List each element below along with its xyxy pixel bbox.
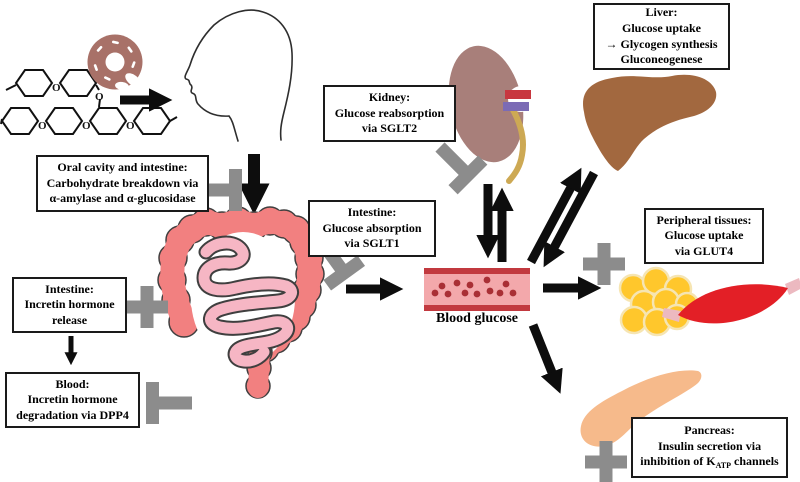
box-line: Glucose reabsorption xyxy=(334,105,445,120)
stimulation-plus-icon-glut4 xyxy=(583,243,625,285)
inhibition-t-icon-dpp4 xyxy=(146,382,192,424)
box-line: inhibition of KATP channels xyxy=(640,454,778,471)
renal-artery xyxy=(505,90,531,99)
oxygen-atom-label: O xyxy=(52,82,61,94)
box-line: Peripheral tissues: xyxy=(656,212,752,227)
arrow-blood-to-pancreas xyxy=(528,323,563,394)
box-line: Glucose absorption xyxy=(322,220,422,235)
katp-text-pre: inhibition of K xyxy=(640,454,716,469)
box-line: via GLUT4 xyxy=(674,243,734,258)
chemical-structure-icon: O O O O O xyxy=(0,69,178,135)
stimulation-plus-icon-insulin xyxy=(585,441,627,482)
box-line: degradation via DPP4 xyxy=(16,407,129,422)
box-line: Liver: xyxy=(645,5,678,20)
incretin-release-box: Intestine: Incretin hormone release xyxy=(12,277,127,333)
kidney-sglt2-box: Kidney: Glucose reabsorption via SGLT2 xyxy=(323,85,456,142)
box-line: via SGLT1 xyxy=(344,236,400,251)
box-line: → Glycogen synthesis xyxy=(605,36,718,51)
blood-glucose-label: Blood glucose xyxy=(435,311,519,326)
box-line: Gluconeogenese xyxy=(620,52,703,67)
box-line: Oral cavity and intestine: xyxy=(57,160,188,175)
liver-box: Liver: Glucose uptake → Glycogen synthes… xyxy=(593,3,730,70)
oxygen-atom-label: O xyxy=(82,120,91,132)
blood-dpp4-box: Blood: Incretin hormone degradation via … xyxy=(5,372,140,428)
pancreas-icon xyxy=(580,370,702,447)
donut-icon xyxy=(87,34,143,91)
intestine-sglt1-box: Intestine: Glucose absorption via SGLT1 xyxy=(308,200,436,257)
oral-cavity-box: Oral cavity and intestine: Carbohydrate … xyxy=(36,155,209,212)
box-line: Glucose uptake xyxy=(664,228,744,243)
liver-icon xyxy=(583,74,717,171)
pancreas-box: Pancreas: Insulin secretion via inhibiti… xyxy=(631,417,788,478)
fat-cells-icon xyxy=(618,266,700,337)
oxygen-atom-label: O xyxy=(95,91,104,103)
box-line: Insulin secretion via xyxy=(657,438,762,453)
box-line: Kidney: xyxy=(368,90,411,105)
blood-vessel-icon xyxy=(424,268,530,311)
box-line: Blood: xyxy=(55,376,90,391)
arrow-blood-to-liver xyxy=(527,167,582,265)
box-line: Intestine: xyxy=(347,205,397,220)
box-line: Carbohydrate breakdown via xyxy=(46,175,199,190)
box-line: Incretin hormone xyxy=(27,392,118,407)
box-line: Intestine: xyxy=(45,281,94,296)
renal-vein xyxy=(503,102,529,111)
box-line: release xyxy=(51,312,88,327)
box-line: via SGLT2 xyxy=(361,121,418,136)
peripheral-tissues-box: Peripheral tissues: Glucose uptake via G… xyxy=(644,208,764,264)
ureter xyxy=(506,105,526,184)
box-line: Incretin hormone xyxy=(24,297,115,312)
oxygen-atom-label: O xyxy=(126,120,135,132)
box-line: α-amylase and α-glucosidase xyxy=(49,191,196,206)
arrow-liver-to-blood xyxy=(543,170,598,268)
katp-subscript: ATP xyxy=(715,461,732,471)
oxygen-atom-label: O xyxy=(38,120,47,132)
glucose-dots xyxy=(431,276,517,298)
muscle-icon xyxy=(662,278,800,324)
box-line: Glucose uptake xyxy=(621,20,701,35)
stimulation-plus-icon-incretin xyxy=(126,286,168,328)
head-icon xyxy=(184,9,293,142)
box-line: Pancreas: xyxy=(684,423,735,438)
intestine-icon xyxy=(157,206,325,399)
kidney-icon xyxy=(448,45,534,184)
katp-text-post: channels xyxy=(731,454,779,469)
